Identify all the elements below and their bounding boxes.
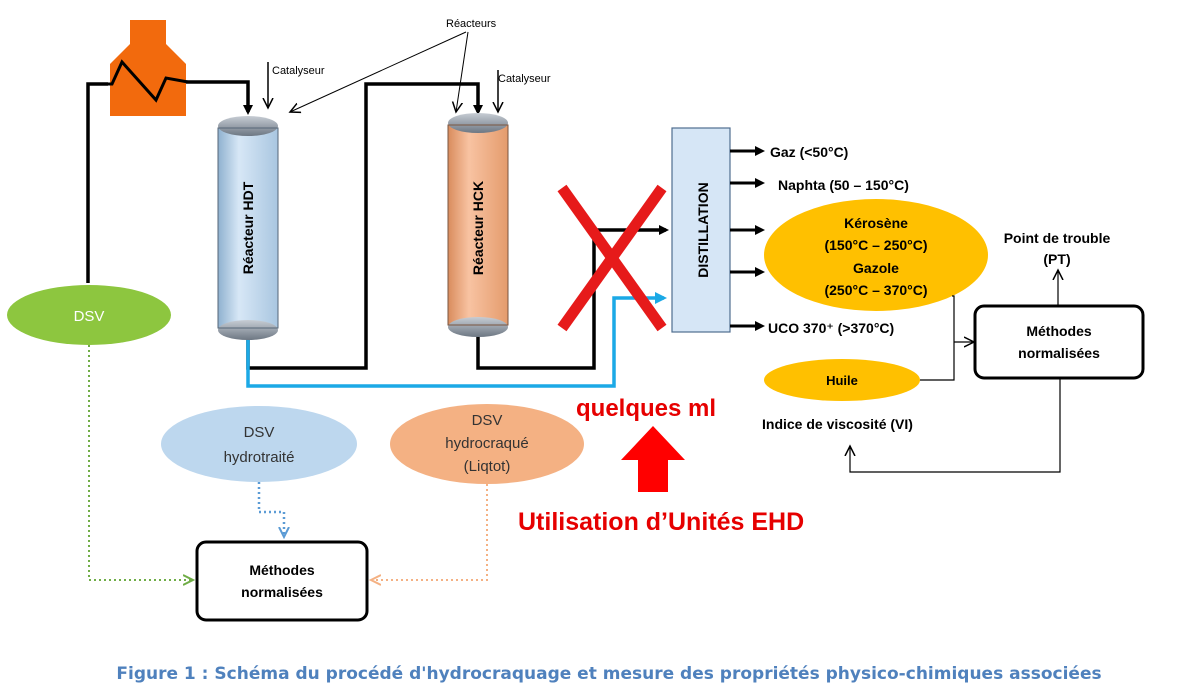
huile-ellipse [764, 359, 920, 401]
dsv-label: DSV [74, 308, 105, 325]
sample-line [246, 292, 667, 388]
output-arrows [730, 146, 765, 331]
dsv-hydrocraque-ellipse [390, 404, 584, 484]
catalyseur-label-1: Catalyseur [272, 65, 325, 77]
dotted-arrow-orange [372, 484, 488, 580]
measurement-lines [850, 270, 1060, 473]
distillation-column [671, 127, 731, 333]
kerosene-range: (150°C – 250°C) [824, 237, 927, 253]
reacteurs-label: Réacteurs [446, 18, 497, 30]
dsv-hydrocraque-line3: (Liqtot) [464, 458, 511, 475]
dsv-hydrotraite-line1: DSV [244, 424, 275, 441]
huile-label: Huile [826, 373, 858, 388]
catalyst-arrows [268, 62, 498, 112]
cross-icon [557, 184, 667, 332]
reacteurs-pointers [290, 31, 469, 112]
process-lines [86, 80, 669, 370]
distillation-label: DISTILLATION [695, 182, 711, 277]
point-trouble-abbr: (PT) [1043, 251, 1070, 267]
dotted-arrow-blue [257, 482, 284, 536]
utilisation-label: Utilisation d’Unités EHD [518, 508, 804, 536]
dsv-hydrocraque-line2: hydrocraqué [445, 435, 528, 452]
catalyseur-label-2: Catalyseur [498, 73, 551, 85]
methodes-box-bottom [195, 540, 369, 622]
methodes-right-line1: Méthodes [1026, 323, 1092, 339]
methodes-right-line2: normalisées [1018, 345, 1100, 361]
methodes-bottom-line2: normalisées [241, 584, 323, 600]
red-up-arrow-icon [621, 426, 685, 492]
quelques-ml-label: quelques ml [576, 395, 716, 422]
dotted-arrow-green [88, 345, 192, 580]
figure-caption: Figure 1 : Schéma du procédé d'hydrocraq… [116, 664, 1101, 684]
kerosene-label: Kérosène [844, 215, 908, 231]
dsv-hydrotraite-line2: hydrotraité [224, 449, 295, 466]
reactor-hck [447, 113, 509, 337]
gaz-label: Gaz (<50°C) [770, 144, 848, 160]
dsv-ellipse [7, 285, 171, 345]
point-trouble-label: Point de trouble [1004, 230, 1111, 246]
gazole-range: (250°C – 370°C) [824, 282, 927, 298]
furnace-icon [88, 20, 189, 116]
uco-label: UCO 370⁺ (>370°C) [768, 320, 894, 336]
reactor-hck-label: Réacteur HCK [470, 181, 486, 275]
indice-viscosite-label: Indice de viscosité (VI) [762, 416, 913, 432]
kerosene-gazole-ellipse [764, 199, 988, 311]
reactor-hdt-label: Réacteur HDT [240, 181, 256, 274]
naphta-label: Naphta (50 – 150°C) [778, 177, 909, 193]
methodes-bottom-line1: Méthodes [249, 562, 315, 578]
dsv-hydrocraque-line1: DSV [472, 412, 503, 429]
methodes-box-right [973, 304, 1145, 380]
reactor-hdt [217, 116, 279, 340]
dsv-hydrotraite-ellipse [161, 406, 357, 482]
gazole-label: Gazole [853, 260, 899, 276]
